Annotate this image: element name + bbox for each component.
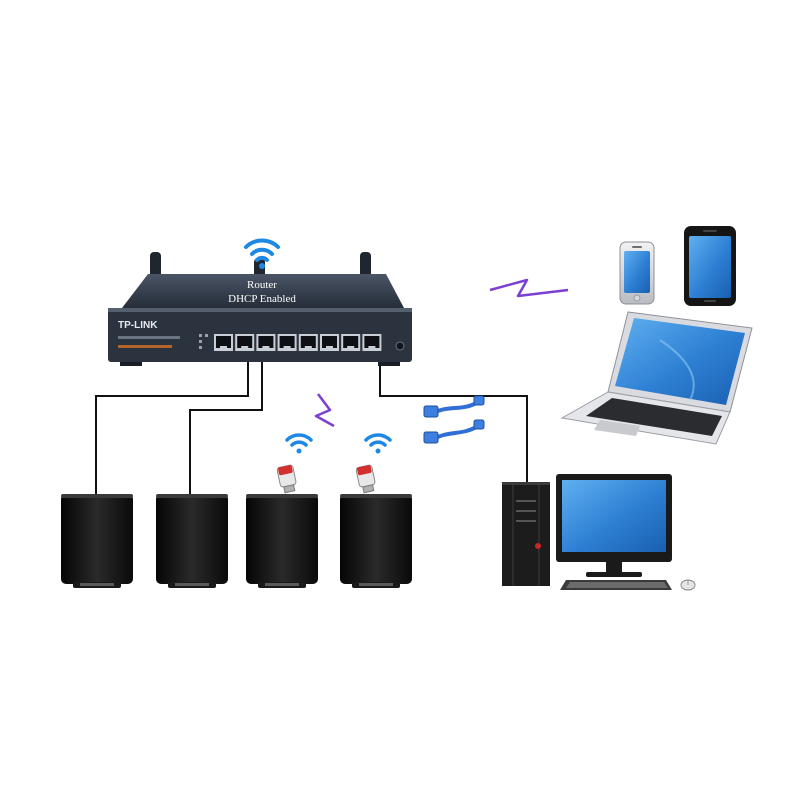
router-brand: TP-LINK — [118, 320, 158, 331]
usb-wifi-adapter-icon — [355, 464, 376, 494]
router: TP-LINK Router DHCP Enabled — [108, 252, 412, 366]
phone — [619, 241, 655, 305]
router-status-leds — [199, 334, 208, 349]
desktop-monitor — [556, 474, 672, 577]
lightning-icon — [314, 393, 335, 428]
wifi-icon — [285, 433, 313, 454]
desktop-tower — [502, 482, 550, 586]
router-label-dhcp: DHCP Enabled — [228, 293, 296, 305]
cable-desktop — [379, 362, 528, 484]
laptop — [560, 311, 753, 445]
power-button-icon — [535, 543, 541, 549]
router-ethernet-port — [235, 334, 255, 351]
cable-camera-1 — [95, 362, 249, 494]
lightning-icon — [489, 278, 569, 298]
camera-wired-2 — [156, 494, 228, 588]
router-ethernet-port — [277, 334, 297, 351]
mouse-icon — [680, 579, 696, 591]
camera-wireless-1 — [246, 494, 318, 588]
usb-wifi-adapter-icon — [276, 464, 297, 494]
wifi-icon — [244, 238, 280, 269]
router-ethernet-port — [320, 334, 339, 351]
router-label-name: Router — [247, 279, 277, 291]
router-ethernet-port — [298, 334, 318, 351]
ethernet-cable-icon — [423, 395, 485, 444]
wifi-icon — [364, 433, 392, 454]
desktop-keyboard — [560, 580, 672, 590]
router-ethernet-port — [256, 334, 276, 351]
router-ethernet-port — [341, 334, 361, 351]
router-top-face — [122, 274, 404, 308]
cable-camera-2 — [189, 362, 263, 494]
router-ethernet-port — [362, 334, 382, 351]
router-ports — [214, 334, 382, 351]
network-cables — [95, 362, 528, 494]
tablet — [684, 226, 736, 306]
router-power-button — [395, 341, 405, 351]
router-ethernet-port — [214, 334, 233, 351]
laptop-keyboard — [586, 398, 722, 436]
camera-wired-1 — [61, 494, 133, 588]
camera-wireless-2 — [340, 494, 412, 588]
